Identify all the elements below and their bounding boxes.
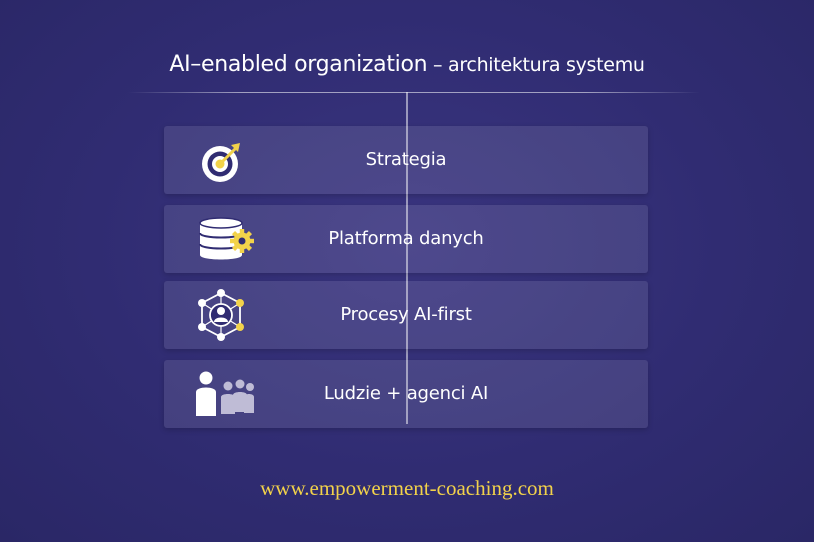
network-person-icon [194,289,254,341]
layer-label: Procesy AI-first [340,304,472,325]
layer-label: Ludzie + agenci AI [323,383,489,404]
title-separator: – [427,54,448,76]
layer-platforma-danych: Platforma danych [164,205,648,273]
title-main: AI–enabled organization [169,52,428,77]
people-group-icon [194,368,254,420]
target-icon [194,134,254,186]
title-subtitle: architektura systemu [447,54,645,76]
layer-procesy-ai-first: Procesy AI-first [164,281,648,349]
database-gear-icon [194,213,254,265]
website-url[interactable]: www.empowerment-coaching.com [260,476,554,500]
title: AI–enabled organization – architektura s… [0,52,814,77]
connector-line [406,92,408,424]
title-underline [128,92,700,93]
layer-label: Platforma danych [328,228,484,249]
layer-strategia: Strategia [164,126,648,194]
layer-label: Strategia [365,149,447,170]
layer-ludzie-agenci: Ludzie + agenci AI [164,360,648,428]
